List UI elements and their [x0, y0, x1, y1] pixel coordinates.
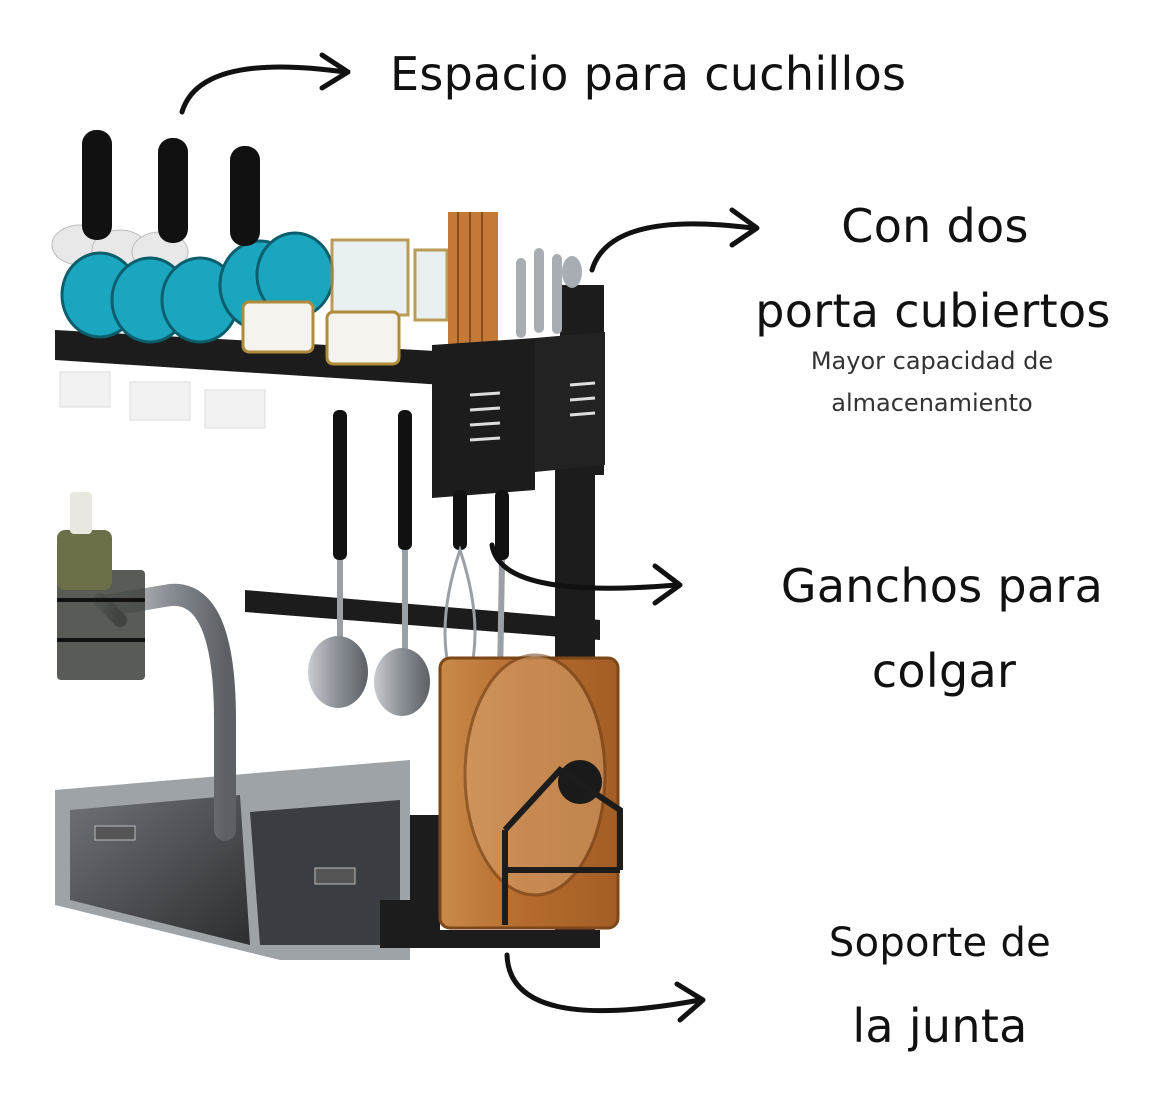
glasses-and-mugs — [241, 238, 449, 366]
callout-capacity-line1: Mayor capacidad de — [810, 347, 1054, 375]
callout-hooks-line1: Ganchos para — [780, 559, 1104, 613]
callout-arrows — [179, 52, 760, 1023]
callout-board-line1: Soporte de — [828, 920, 1052, 966]
callout-cutlery-line2: porta cubiertos — [755, 284, 1111, 338]
knives — [82, 130, 260, 246]
arrow-cutlery-icon — [589, 221, 755, 273]
callout-capacity-line2: almacenamiento — [831, 389, 1033, 417]
callout-hooks-line2: colgar — [871, 644, 1017, 698]
arrow-board-icon — [504, 952, 703, 1014]
hanging-utensils — [308, 410, 509, 716]
cutting-board-and-lid — [438, 653, 623, 930]
arrow-knives-icon — [179, 64, 348, 115]
cutlery-holders — [432, 212, 605, 498]
callout-knives-label: Espacio para cuchillos — [390, 47, 907, 101]
sink — [55, 760, 410, 960]
soap-caddy — [57, 492, 145, 680]
callout-cutlery-line1: Con dos — [841, 199, 1029, 253]
arrow-hooks-icon — [489, 542, 679, 591]
callout-board-line2: la junta — [852, 999, 1028, 1053]
